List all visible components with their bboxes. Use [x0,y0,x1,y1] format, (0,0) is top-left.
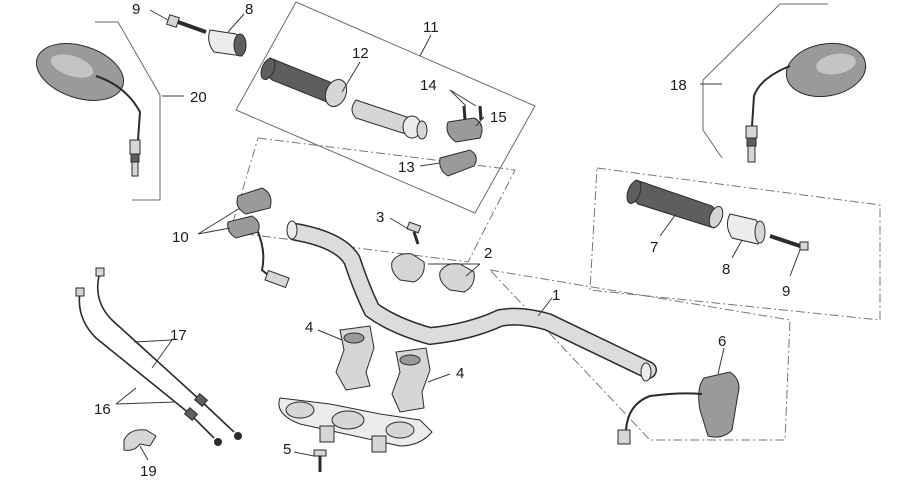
clamp-screw [406,221,422,245]
left-switch-housing [227,187,290,289]
cable-clip [123,429,157,451]
upper-clamps [391,253,475,293]
riser-left [335,325,375,391]
throttle-housing-lower [439,149,477,177]
callout-15: 15 [490,109,507,126]
callout-4-right: 4 [456,365,464,382]
callout-8-top: 8 [245,1,253,18]
bar-end-weight-top [208,29,247,57]
callout-2: 2 [484,245,492,262]
kit-frame-7 [589,167,881,321]
callout-7: 7 [650,239,658,256]
mirror-bracket-20 [95,21,161,201]
callout-16: 16 [94,401,111,418]
callout-18: 18 [670,77,687,94]
bar-end-bolt-top [166,14,207,34]
kit-frame-6 [488,269,791,441]
callout-9-top: 9 [132,1,140,18]
callout-9-right: 9 [782,283,790,300]
callout-1: 1 [552,287,560,304]
throttle-cables [75,267,242,446]
kit-frame-11 [235,1,536,214]
bar-end-weight-right [726,213,766,245]
left-grip-kit [260,57,348,108]
callout-8-right: 8 [722,261,730,278]
callout-19: 19 [140,463,157,480]
riser-right [391,347,431,413]
callout-6: 6 [718,333,726,350]
callout-14: 14 [420,77,437,94]
riser-bolt [313,449,327,472]
callout-3: 3 [376,209,384,226]
callout-20: 20 [190,89,207,106]
steering-head-clamp [278,397,433,453]
right-mirror [745,42,867,163]
mirror-bracket-18 [702,3,828,159]
callout-12: 12 [352,45,369,62]
handlebar [286,220,657,382]
callout-11: 11 [423,19,439,36]
callout-5: 5 [283,441,291,458]
bar-end-bolt-right [769,234,809,251]
right-switch-housing [617,371,740,445]
callout-10: 10 [172,229,189,246]
throttle-sleeve [351,99,428,140]
screws-14 [462,105,483,121]
throttle-housing-upper [446,117,483,143]
callout-17: 17 [170,327,187,344]
leader-lines [115,9,801,461]
left-mirror [35,43,142,177]
right-grip [626,179,724,229]
callout-labels: 1 2 3 4 4 5 6 7 8 8 9 9 10 11 12 13 14 1… [94,1,790,480]
callout-4-left: 4 [305,319,313,336]
callout-13: 13 [398,159,415,176]
